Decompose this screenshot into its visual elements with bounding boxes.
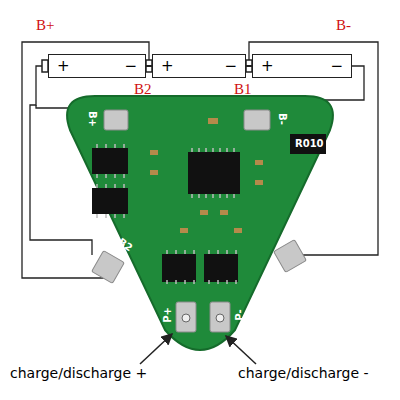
pad-label: B+ — [87, 111, 97, 127]
chip-pin — [205, 194, 207, 198]
chip-pin — [212, 194, 214, 198]
terminal-label: B- — [336, 18, 351, 33]
chip-pin — [114, 214, 116, 218]
smd-part — [255, 160, 263, 165]
chip-pin — [114, 174, 116, 178]
chip-pin — [233, 194, 235, 198]
chip-pin — [96, 214, 98, 218]
chip-pin — [96, 184, 98, 188]
chip-pin — [123, 214, 125, 218]
chip-pin — [226, 194, 228, 198]
mosfet-chip — [92, 188, 128, 214]
smd-part — [220, 210, 228, 215]
polarity-sign: + — [261, 59, 274, 74]
chip-pin — [193, 280, 195, 284]
pad — [244, 110, 270, 130]
chip-pin — [219, 148, 221, 152]
chip-pin — [198, 194, 200, 198]
polarity-sign: − — [330, 59, 343, 74]
chip-pin — [198, 148, 200, 152]
chip-pins — [97, 144, 236, 284]
smd-part — [150, 170, 158, 175]
chip-pin — [123, 144, 125, 148]
leader-arrow — [140, 334, 172, 364]
pad — [176, 302, 196, 332]
smd-part — [208, 118, 218, 124]
pcb-board — [67, 96, 333, 350]
chip-pin — [191, 194, 193, 198]
chip-pin — [105, 184, 107, 188]
smd-part — [180, 228, 188, 233]
chip-pin — [226, 280, 228, 284]
mosfet-chip — [162, 254, 196, 282]
chip-pin — [208, 280, 210, 284]
terminal-caption: charge/discharge + — [10, 366, 147, 380]
chip-pin — [217, 280, 219, 284]
chip-pin — [105, 144, 107, 148]
chip-pin — [96, 174, 98, 178]
wire — [30, 66, 92, 255]
chip-pin — [123, 174, 125, 178]
smd-part — [255, 180, 263, 185]
chip-pin — [184, 250, 186, 254]
chip-pin — [166, 280, 168, 284]
chip-pin — [205, 148, 207, 152]
resistor-value: R010 — [295, 139, 324, 149]
chip-pin — [114, 144, 116, 148]
terminal-label: B1 — [234, 82, 252, 97]
chip-pin — [212, 148, 214, 152]
polarity-sign: + — [57, 59, 70, 74]
smd-part — [150, 150, 158, 155]
chip-pin — [105, 214, 107, 218]
chips — [92, 134, 326, 282]
pad — [274, 240, 307, 273]
chip-pin — [233, 148, 235, 152]
pad — [92, 251, 125, 284]
smd-parts — [150, 118, 263, 233]
terminal-caption: charge/discharge - — [238, 366, 369, 380]
polarity-sign: + — [161, 59, 174, 74]
polarity-sign: − — [124, 59, 137, 74]
pad-hole — [182, 314, 190, 322]
chip-pin — [226, 250, 228, 254]
battery-cell: +− — [48, 54, 146, 78]
chip-pin — [105, 174, 107, 178]
chip-pin — [219, 194, 221, 198]
smd-part — [200, 210, 208, 215]
chip-pin — [114, 184, 116, 188]
chip-pin — [235, 280, 237, 284]
pad — [210, 302, 230, 332]
mosfet-chip — [92, 148, 128, 174]
terminal-label: B2 — [134, 82, 152, 97]
chip-pin — [193, 250, 195, 254]
chip-pin — [184, 280, 186, 284]
pad-label: P+ — [163, 307, 173, 323]
battery-cell: +− — [252, 54, 352, 78]
pad-label: P- — [235, 309, 245, 320]
pad — [104, 110, 128, 130]
mosfet-chip — [204, 254, 238, 282]
smd-part — [234, 228, 242, 233]
chip-pin — [235, 250, 237, 254]
terminal-label: B+ — [36, 18, 54, 33]
leader-arrow — [226, 336, 256, 364]
chip-pin — [175, 250, 177, 254]
chip-pin — [123, 184, 125, 188]
chip-pin — [96, 144, 98, 148]
pads — [92, 110, 307, 332]
resistor-symbol — [290, 134, 326, 154]
chip-pin — [208, 250, 210, 254]
chip-pin — [166, 250, 168, 254]
chip-pin — [217, 250, 219, 254]
pad-hole — [216, 314, 224, 322]
protection-ic — [188, 152, 240, 194]
chip-pin — [175, 280, 177, 284]
polarity-sign: − — [224, 59, 237, 74]
chip-pin — [226, 148, 228, 152]
chip-pin — [191, 148, 193, 152]
battery-cell: +− — [152, 54, 246, 78]
pad-label: B- — [277, 113, 287, 125]
